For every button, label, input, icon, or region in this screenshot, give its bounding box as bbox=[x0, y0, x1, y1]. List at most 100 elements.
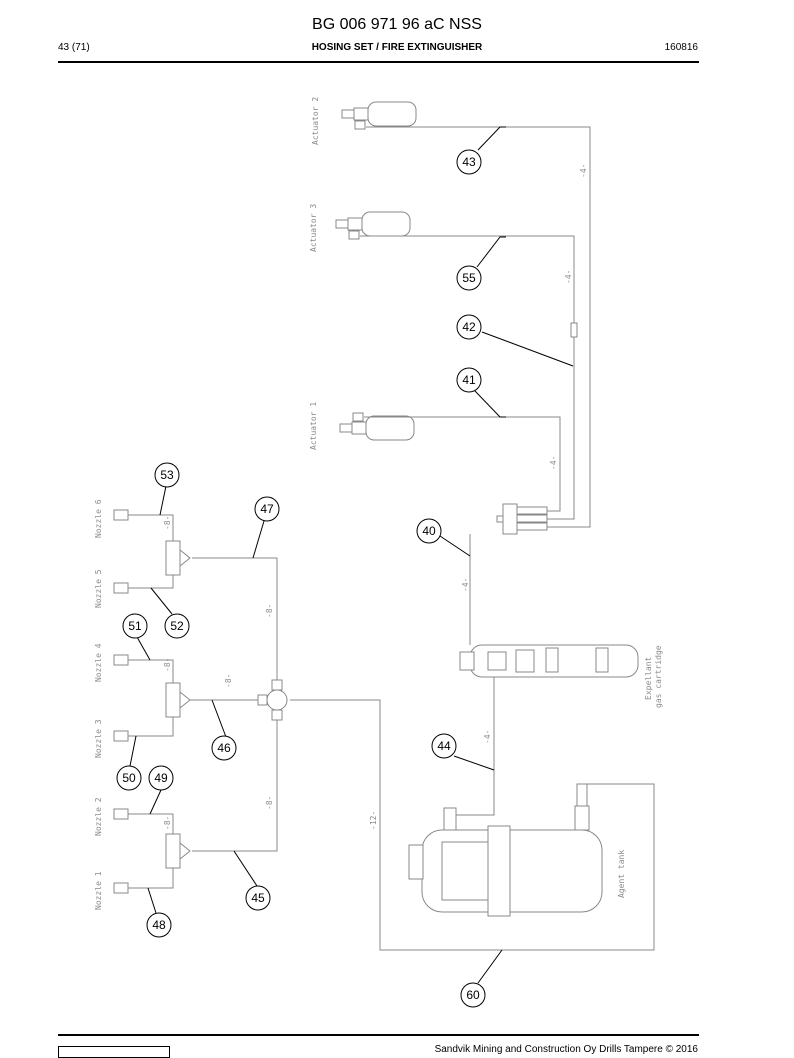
svg-text:41: 41 bbox=[462, 373, 476, 387]
central-junction bbox=[257, 679, 288, 721]
hose-nozzle-3 bbox=[128, 717, 174, 737]
svg-text:45: 45 bbox=[251, 891, 265, 905]
hose-size-label: -8- bbox=[163, 516, 172, 530]
hose-size-label: -8- bbox=[265, 796, 274, 810]
hose-junction-lower bbox=[192, 720, 278, 852]
callout-51: 51 bbox=[122, 613, 148, 639]
hose-size-label: -4- bbox=[579, 164, 588, 178]
document-title: BG 006 971 96 aC NSS bbox=[312, 16, 482, 33]
callout-45: 45 bbox=[245, 885, 271, 911]
callout-44: 44 bbox=[431, 733, 457, 759]
leader-55 bbox=[476, 236, 506, 268]
expellant-gas-cartridge bbox=[459, 644, 639, 678]
actuator-1-cylinder bbox=[339, 412, 415, 441]
callout-42: 42 bbox=[456, 314, 482, 340]
label-actuator-2: Actuator 2 bbox=[311, 97, 320, 145]
label-nozzle-5: Nozzle 5 bbox=[94, 569, 103, 608]
hose-junction-upper bbox=[192, 557, 278, 680]
actuator-2-cylinder bbox=[341, 101, 417, 130]
hose-size-label: -4- bbox=[564, 270, 573, 284]
footer-rule bbox=[58, 1034, 699, 1036]
label-nozzle-1: Nozzle 1 bbox=[94, 871, 103, 910]
company-logo bbox=[58, 1046, 170, 1058]
leader-44 bbox=[453, 755, 495, 771]
hose-size-label: -12- bbox=[369, 811, 378, 830]
tee-fitting-middle bbox=[165, 682, 191, 718]
leader-41 bbox=[474, 390, 506, 418]
svg-text:60: 60 bbox=[466, 988, 480, 1002]
hose-size-label: -8- bbox=[163, 816, 172, 830]
callout-50: 50 bbox=[116, 765, 142, 791]
hose-nozzle-2 bbox=[128, 813, 174, 834]
hose-size-label: -8- bbox=[224, 674, 233, 688]
hose-actuator-2 bbox=[366, 126, 591, 528]
label-gas-cartridge: gas cartridge bbox=[654, 645, 663, 708]
svg-text:52: 52 bbox=[170, 619, 184, 633]
label-actuator-3: Actuator 3 bbox=[309, 204, 318, 252]
leader-60 bbox=[477, 949, 503, 984]
svg-text:46: 46 bbox=[217, 741, 231, 755]
svg-text:49: 49 bbox=[154, 771, 168, 785]
leader-40 bbox=[439, 535, 471, 557]
hose-size-label: -4- bbox=[549, 456, 558, 470]
label-nozzle-2: Nozzle 2 bbox=[94, 797, 103, 836]
label-actuator-1: Actuator 1 bbox=[309, 402, 318, 450]
svg-text:44: 44 bbox=[437, 739, 451, 753]
callout-47: 47 bbox=[254, 496, 280, 522]
callout-53: 53 bbox=[154, 462, 180, 488]
nozzle-2-fitting bbox=[113, 808, 129, 820]
hose-actuator-3 bbox=[360, 235, 575, 520]
label-nozzle-3: Nozzle 3 bbox=[94, 719, 103, 758]
leader-53 bbox=[159, 485, 167, 516]
leader-49 bbox=[149, 789, 162, 815]
nozzle-6-fitting bbox=[113, 509, 129, 521]
hose-nozzle-1 bbox=[128, 868, 174, 889]
label-expellant: Expellant bbox=[644, 656, 653, 700]
leader-48 bbox=[147, 887, 157, 914]
svg-text:53: 53 bbox=[160, 468, 174, 482]
hose-nozzle-6 bbox=[128, 514, 174, 541]
leader-52 bbox=[150, 587, 173, 615]
nozzle-1-fitting bbox=[113, 882, 129, 894]
hose-size-label: -8- bbox=[265, 604, 274, 618]
leader-51 bbox=[136, 636, 151, 661]
svg-text:55: 55 bbox=[462, 271, 476, 285]
callout-46: 46 bbox=[211, 735, 237, 761]
callout-55: 55 bbox=[456, 265, 482, 291]
header-rule bbox=[58, 61, 699, 63]
label-nozzle-6: Nozzle 6 bbox=[94, 499, 103, 538]
svg-text:50: 50 bbox=[122, 771, 136, 785]
nozzle-4-fitting bbox=[113, 654, 129, 666]
svg-text:43: 43 bbox=[462, 155, 476, 169]
hose-nozzle-4 bbox=[128, 659, 174, 683]
svg-text:47: 47 bbox=[260, 502, 274, 516]
document-date: 160816 bbox=[664, 42, 698, 53]
hose-actuator-1 bbox=[364, 416, 561, 512]
agent-tank bbox=[408, 783, 603, 917]
leader-50 bbox=[129, 735, 137, 767]
tee-fitting-lower bbox=[165, 833, 191, 869]
callout-43: 43 bbox=[456, 149, 482, 175]
nozzle-3-fitting bbox=[113, 730, 129, 742]
tee-fitting-upper bbox=[165, 540, 191, 576]
callout-60: 60 bbox=[460, 982, 486, 1008]
label-nozzle-4: Nozzle 4 bbox=[94, 643, 103, 682]
callout-52: 52 bbox=[164, 613, 190, 639]
distribution-manifold bbox=[496, 503, 548, 535]
callout-41: 41 bbox=[456, 367, 482, 393]
svg-text:40: 40 bbox=[422, 524, 436, 538]
copyright-text: Sandvik Mining and Construction Oy Drill… bbox=[434, 1044, 698, 1055]
leader-47 bbox=[252, 520, 265, 559]
hose-cartridge-tank bbox=[453, 677, 495, 816]
hose-size-label: -4- bbox=[461, 578, 470, 592]
callout-40: 40 bbox=[416, 518, 442, 544]
leader-45 bbox=[233, 850, 258, 887]
hose-size-label: -4- bbox=[483, 730, 492, 744]
svg-text:48: 48 bbox=[152, 918, 166, 932]
svg-text:51: 51 bbox=[128, 619, 142, 633]
callout-48: 48 bbox=[146, 912, 172, 938]
svg-text:42: 42 bbox=[462, 320, 476, 334]
label-agent-tank: Agent tank bbox=[617, 850, 626, 898]
nozzle-5-fitting bbox=[113, 582, 129, 594]
hose-connector bbox=[570, 322, 578, 338]
